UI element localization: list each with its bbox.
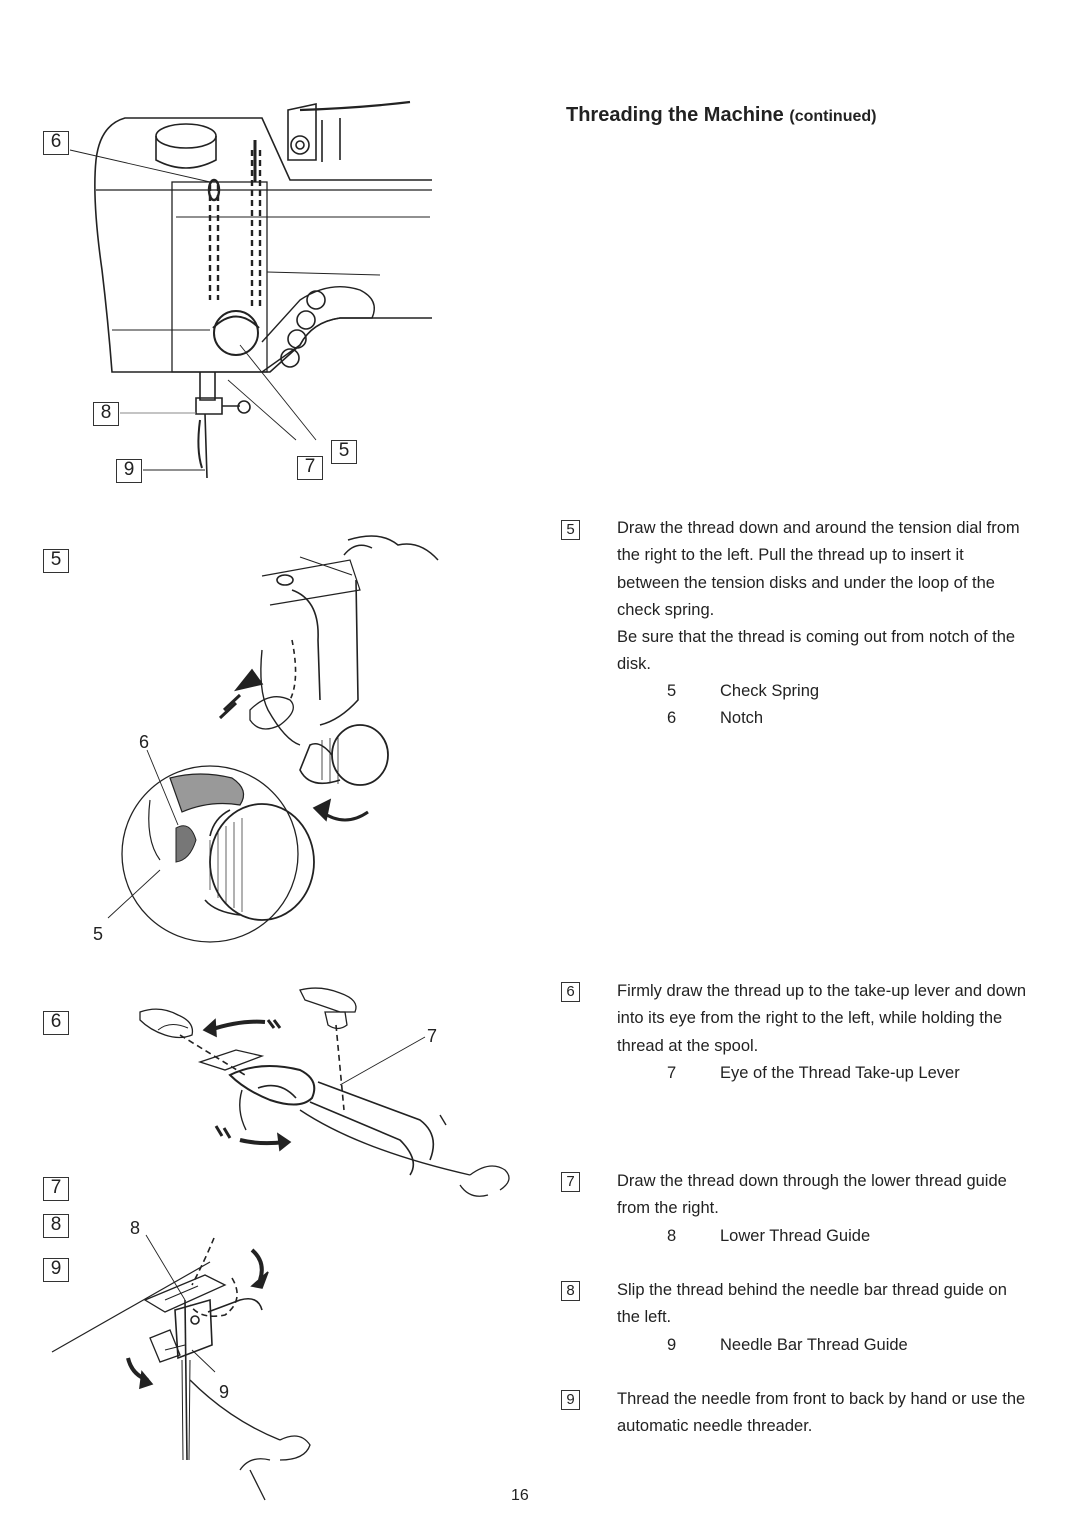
part-number: 5 bbox=[667, 682, 677, 700]
part-label: Needle Bar Thread Guide bbox=[720, 1336, 908, 1354]
step-number-9: 9 bbox=[561, 1390, 580, 1410]
tension-dial-figure bbox=[107, 535, 439, 943]
step-number-5: 5 bbox=[561, 520, 580, 540]
step-number-8: 8 bbox=[561, 1281, 580, 1301]
part-item: 6 Notch bbox=[667, 705, 763, 732]
callout-9: 9 bbox=[219, 1382, 230, 1402]
part-number: 6 bbox=[667, 709, 677, 727]
part-label: Notch bbox=[720, 709, 764, 727]
callout-8: 8 bbox=[130, 1218, 141, 1238]
figure-step-7: 7 bbox=[43, 1177, 69, 1201]
step-5-text: Draw the thread down and around the tens… bbox=[617, 519, 1020, 619]
page-title: Threading the Machine (continued) bbox=[566, 104, 876, 127]
part-number: 8 bbox=[667, 1227, 677, 1245]
part-number: 9 bbox=[667, 1336, 677, 1354]
figure-label-8: 8 bbox=[93, 402, 119, 426]
part-label: Lower Thread Guide bbox=[720, 1227, 871, 1245]
page-title-text: Threading the Machine bbox=[566, 104, 784, 126]
callout-7: 7 bbox=[427, 1026, 438, 1046]
part-item: 8 Lower Thread Guide bbox=[667, 1223, 870, 1250]
part-item: 5 Check Spring bbox=[667, 678, 819, 705]
machine-head-figure bbox=[69, 100, 432, 479]
needle-area-figure bbox=[51, 1234, 311, 1501]
part-item: 7 Eye of the Thread Take-up Lever bbox=[667, 1060, 960, 1087]
page-title-suffix: (continued) bbox=[789, 108, 877, 125]
step-8-text: Slip the thread behind the needle bar th… bbox=[617, 1281, 1007, 1327]
figure-step-9: 9 bbox=[43, 1258, 69, 1282]
step-number-6: 6 bbox=[561, 982, 580, 1002]
take-up-lever-figure bbox=[139, 987, 510, 1197]
step-number-7: 7 bbox=[561, 1172, 580, 1192]
part-label: Eye of the Thread Take-up Lever bbox=[720, 1064, 960, 1082]
figure-label-5: 5 bbox=[331, 440, 357, 464]
part-number: 7 bbox=[667, 1064, 677, 1082]
figure-step-6: 6 bbox=[43, 1011, 69, 1035]
callout-6: 6 bbox=[139, 732, 150, 752]
figure-step-5: 5 bbox=[43, 549, 69, 573]
part-item: 9 Needle Bar Thread Guide bbox=[667, 1332, 908, 1359]
part-label: Check Spring bbox=[720, 682, 820, 700]
step-7-text: Draw the thread down through the lower t… bbox=[617, 1172, 1007, 1218]
step-9-text: Thread the needle from front to back by … bbox=[617, 1390, 1026, 1436]
figure-label-6: 6 bbox=[43, 131, 69, 155]
callout-5: 5 bbox=[93, 924, 104, 944]
figure-label-7: 7 bbox=[297, 456, 323, 480]
figure-step-8: 8 bbox=[43, 1214, 69, 1238]
figure-label-9: 9 bbox=[116, 459, 142, 483]
page-number: 16 bbox=[511, 1487, 529, 1504]
step-5-note: Be sure that the thread is coming out fr… bbox=[617, 628, 1016, 674]
step-6-text: Firmly draw the thread up to the take-up… bbox=[617, 982, 1027, 1055]
